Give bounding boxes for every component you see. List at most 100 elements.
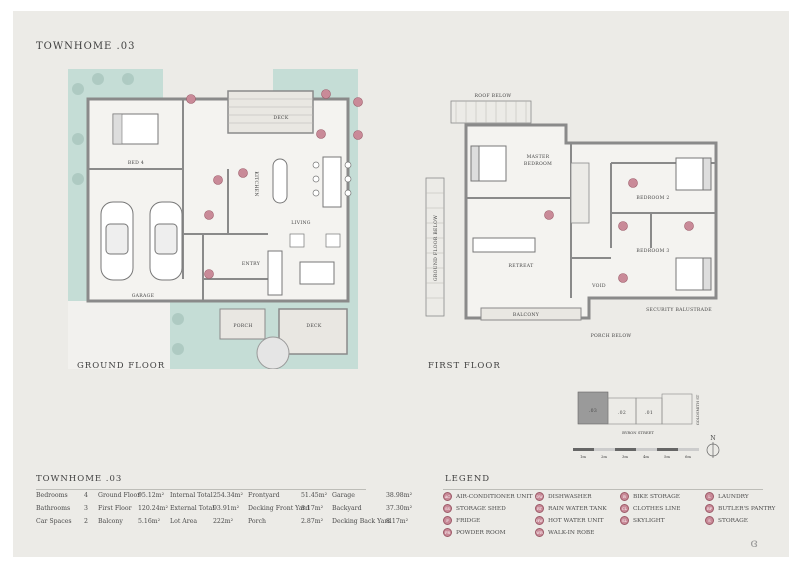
stat-value: 2 <box>84 518 88 525</box>
room-label-void: VOID <box>591 283 606 289</box>
legend-code: DW <box>535 492 544 501</box>
room-label-porch: PORCH <box>233 323 252 329</box>
stat-value: 120.24m² <box>138 505 168 512</box>
scale-tick: 2m <box>601 454 607 459</box>
room-label-master-1: MASTER <box>527 154 550 160</box>
divider <box>36 489 366 490</box>
room-label-roof-below: ROOF BELOW <box>475 93 512 99</box>
lot-label: .02 <box>618 410 626 416</box>
stat-value: 3 <box>84 505 88 512</box>
legend-item: SL SKYLIGHT <box>620 516 665 525</box>
side-street-label: GOLDSMITH ST <box>696 394 700 425</box>
legend-label: STORAGE <box>718 518 749 524</box>
room-label-ground-floor-below: GROUND FLOOR BELOW <box>433 215 439 281</box>
stat-label: Ground Floor <box>98 492 141 499</box>
roof-below <box>450 100 532 124</box>
room-label-living: LIVING <box>291 220 311 226</box>
dining-table <box>322 156 342 208</box>
stat-value: 37.30m² <box>386 505 413 512</box>
legend-item: DW DISHWASHER <box>535 492 591 501</box>
ground-floor-label: GROUND FLOOR <box>77 361 166 371</box>
stat-label: Frontyard <box>248 492 280 499</box>
legend-code: F <box>443 516 452 525</box>
legend-label: HOT WATER UNIT <box>548 518 604 524</box>
summary-title: TOWNHOME .03 <box>36 474 123 484</box>
legend-code: B <box>620 492 629 501</box>
legend-label: SKYLIGHT <box>633 518 665 524</box>
stat-label: Car Spaces <box>36 518 72 525</box>
stat-value: 222m² <box>213 518 234 525</box>
room-label-security-balustrade: SECURITY BALUSTRADE <box>646 307 712 313</box>
room-label-entry: ENTRY <box>242 261 261 267</box>
legend-label: RAIN WATER TANK <box>548 506 607 512</box>
summary-table: Bedrooms 4 Ground Floor 95.12m² Internal… <box>36 492 412 532</box>
legend-label: AIR-CONDITIONER UNIT <box>456 494 533 500</box>
stat-value: 38.98m² <box>386 492 413 499</box>
stat-label: Bathrooms <box>36 505 71 512</box>
stat-value: 8.17m² <box>386 518 409 525</box>
street-label: BYRON STREET <box>622 430 654 435</box>
room-label-balcony: BALCONY <box>513 312 540 318</box>
room-label-bedroom3: BEDROOM 3 <box>636 248 669 254</box>
room-label-kitchen: KITCHEN <box>253 171 259 196</box>
sofa-icon <box>267 250 283 296</box>
deck-top <box>227 90 314 134</box>
legend-label: CLOTHES LINE <box>633 506 681 512</box>
legend-code: CL <box>620 504 629 513</box>
stat-label: Bedrooms <box>36 492 68 499</box>
room-label-master-2: BEDROOM <box>524 161 552 167</box>
legend-marker <box>186 89 363 279</box>
first-floor-label: FIRST FLOOR <box>428 361 501 371</box>
stat-value: 51.45m² <box>301 492 328 499</box>
stat-label: External Total <box>170 505 215 512</box>
room-label-deck-bottom: DECK <box>306 323 321 329</box>
legend-title: LEGEND <box>445 474 491 484</box>
stat-label: First Floor <box>98 505 132 512</box>
room-label-bed4: BED 4 <box>128 160 144 166</box>
room-label-deck-top: DECK <box>273 115 288 121</box>
stat-label: Balcony <box>98 518 123 525</box>
first-floor-plan: ROOF BELOW MASTER BEDROOM BEDROOM 2 BEDR… <box>425 93 718 339</box>
stat-label: Garage <box>332 492 355 499</box>
legend-code: S <box>705 516 714 525</box>
divider <box>443 489 763 490</box>
legend-label: POWDER ROOM <box>456 530 506 536</box>
room-label-bedroom2: BEDROOM 2 <box>636 195 669 201</box>
stat-value: 254.34m² <box>213 492 243 499</box>
svg-text:ɞ: ɞ <box>750 536 757 550</box>
ground-floor-plan: BED 4 DECK KITCHEN LIVING ENTRY GARAGE P… <box>68 69 363 369</box>
garage-driveway <box>68 301 170 369</box>
bed-icon <box>470 145 712 291</box>
stat-value: 4 <box>84 492 88 499</box>
scale-bar: 1m 2m 3m 4m 5m 6m <box>573 448 699 459</box>
coffee-table <box>299 261 335 285</box>
north-arrow-icon: N <box>706 435 720 458</box>
plan-sheet: TOWNHOME .03 <box>13 11 789 557</box>
legend-label: WALK-IN ROBE <box>548 530 595 536</box>
legend-label: LAUNDRY <box>718 494 749 500</box>
stat-label: Backyard <box>332 505 362 512</box>
legend-label: BIKE STORAGE <box>633 494 680 500</box>
stat-value: 8.17m² <box>301 505 324 512</box>
scale-tick: 5m <box>664 454 670 459</box>
stat-label: Decking Back Yard <box>332 518 392 525</box>
scale-tick: 4m <box>643 454 649 459</box>
room-label-retreat: RETREAT <box>509 263 535 269</box>
legend-code: WR <box>535 528 544 537</box>
legend-code: SL <box>620 516 629 525</box>
deck-bottom <box>278 308 348 355</box>
lot-label: .01 <box>645 410 653 416</box>
room-label-porch-below: PORCH BELOW <box>591 333 632 339</box>
legend-label: DISHWASHER <box>548 494 592 500</box>
page-title: TOWNHOME .03 <box>36 41 136 52</box>
scale-tick: 3m <box>622 454 628 459</box>
site-plan: .03 .02 .01 BYRON STREET GOLDSMITH ST <box>577 391 700 435</box>
balcony <box>480 307 582 321</box>
